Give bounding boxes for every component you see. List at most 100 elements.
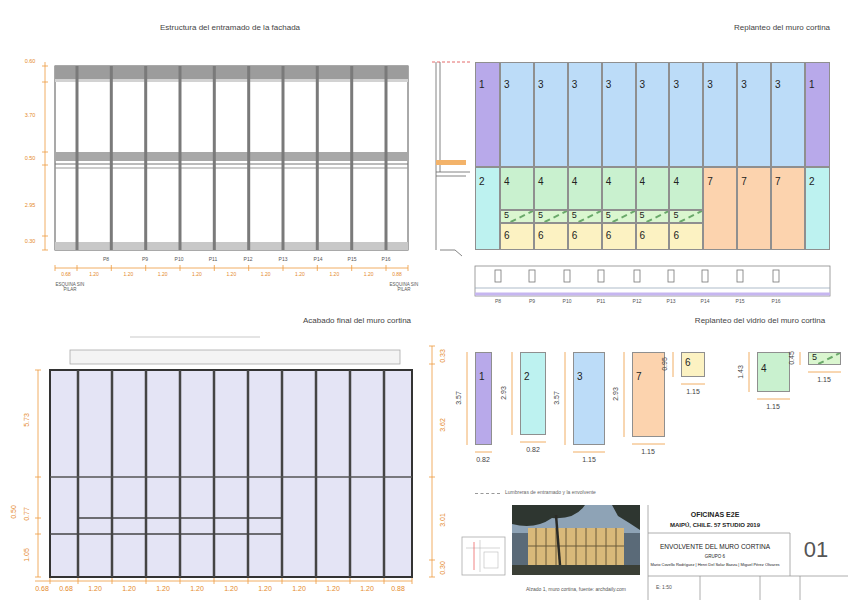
glass-panel: 3 [500, 62, 534, 167]
dimension-label: 0.68 [61, 272, 71, 278]
dimension-label: 0.68 [59, 585, 73, 593]
dimension-label: 1.20 [192, 272, 202, 278]
dimension-label: 0.77 [23, 507, 31, 521]
dimension-label: 2.93 [500, 386, 508, 400]
dimension-label: 0.45 [788, 351, 796, 365]
dimension-label: P10 [563, 299, 572, 305]
glass-panel: 2 [805, 167, 830, 250]
panel-number: 3 [741, 79, 747, 90]
dimension-label: 1.20 [122, 585, 136, 593]
panel-number: 4 [761, 363, 767, 374]
panel-number: 1 [479, 371, 485, 382]
title-text: OFICINAS E2E [691, 511, 740, 519]
dimension-label: 1.15 [582, 456, 596, 464]
dimension-label: P14 [314, 257, 323, 263]
glass-panel: 5 [669, 210, 703, 223]
title-text: GRUPO 6 [705, 555, 725, 560]
dimension-label: P8 [103, 257, 109, 263]
dimension-label: 1.15 [817, 376, 831, 384]
dimension-label: 1.20 [89, 272, 99, 278]
dimension-label: P13 [667, 299, 676, 305]
glass-panel: 6 [669, 223, 703, 250]
glass-panel: 2 [475, 167, 500, 250]
dimension-label: P15 [736, 299, 745, 305]
dimension-label: 3.57 [455, 391, 463, 405]
dimension-label: 1.20 [123, 272, 133, 278]
dimension-label: 1.20 [326, 585, 340, 593]
panel-number: 3 [775, 79, 781, 90]
panel-number: 5 [673, 211, 678, 221]
glass-panel: 3 [568, 62, 602, 167]
panel-number: 3 [538, 79, 544, 90]
dimension-label: P12 [633, 299, 642, 305]
view-title: Estructura del entramado de la fachada [160, 24, 300, 33]
panel-number: 4 [640, 176, 646, 187]
dimension-label: 5.73 [23, 413, 31, 427]
glass-panel: 1 [475, 352, 492, 445]
glass-panel: 3 [737, 62, 771, 167]
glass-panel: 5 [602, 210, 636, 223]
panel-number: 2 [524, 371, 530, 382]
panel-number: 1 [809, 79, 815, 90]
panel-number: 2 [479, 176, 485, 187]
glass-panel: 4 [757, 352, 790, 392]
panel-number: 3 [504, 79, 510, 90]
dimension-label: P9 [142, 257, 148, 263]
glass-panel: 6 [636, 223, 670, 250]
panel-number: 4 [538, 176, 544, 187]
glass-panel: 3 [602, 62, 636, 167]
dimension-label: 0.95 [661, 357, 669, 371]
glass-panel: 3 [771, 62, 805, 167]
panel-number: 1 [479, 79, 485, 90]
dimension-label: 1.20 [224, 585, 238, 593]
dimension-label: P9 [529, 299, 535, 305]
dimension-label: P16 [382, 257, 391, 263]
panel-number: 6 [606, 230, 612, 241]
dimension-label: 1.20 [364, 272, 374, 278]
panel-number: 3 [673, 79, 679, 90]
title-block: OFICINAS E2E MAIPÚ, CHILE. 57 STUDIO 2019… [648, 505, 848, 600]
dimension-label: 1.20 [258, 585, 272, 593]
panel-number: 4 [606, 176, 612, 187]
panel-number: 7 [741, 176, 747, 187]
panel-number: 6 [673, 230, 679, 241]
dimension-label: P12 [244, 257, 253, 263]
glass-panel: 5 [534, 210, 568, 223]
dimension-label: 1.43 [737, 365, 745, 379]
dimension-label: 1.20 [156, 585, 170, 593]
dimension-label: 1.05 [23, 548, 31, 562]
dimension-label: 3.62 [439, 418, 447, 432]
glass-panel: 6 [602, 223, 636, 250]
dimension-label: 1.15 [766, 403, 780, 411]
panel-number: 5 [538, 211, 543, 221]
glass-panel: 3 [534, 62, 568, 167]
panel-number: 5 [812, 353, 817, 363]
dimension-label: 1.20 [329, 272, 339, 278]
panel-number: 6 [572, 230, 578, 241]
dimension-label: 0.60 [25, 58, 36, 64]
dimension-label: P8 [495, 299, 501, 305]
glass-panel: 3 [669, 62, 703, 167]
legend-sample [475, 493, 500, 494]
panel-number: 5 [606, 211, 611, 221]
dimension-label: 1.15 [641, 448, 655, 456]
glass-panel: 5 [808, 352, 841, 365]
title-text: MAIPÚ, CHILE. 57 STUDIO 2019 [670, 522, 760, 529]
dimension-label: 0.68 [35, 585, 49, 593]
dimension-label: 0.30 [439, 561, 447, 575]
glass-panel: 5 [500, 210, 534, 223]
glass-panel: 6 [534, 223, 568, 250]
dimension-label: 1.20 [158, 272, 168, 278]
glass-panel: 4 [602, 167, 636, 210]
dimension-label: 2.93 [612, 387, 620, 401]
dimension-label: 3.70 [25, 112, 36, 118]
dimension-label: 0.82 [476, 456, 490, 464]
title-text: Mario Covello Rodríguez | Henri Del Sola… [650, 563, 780, 567]
panel-number: 6 [685, 357, 691, 368]
glass-panel: 4 [568, 167, 602, 210]
glass-panel: 6 [681, 352, 705, 377]
panel-number: 3 [606, 79, 612, 90]
panel-number: 3 [572, 79, 578, 90]
glass-panel: 5 [568, 210, 602, 223]
view-title: Replanteo del muro cortina [734, 24, 830, 33]
